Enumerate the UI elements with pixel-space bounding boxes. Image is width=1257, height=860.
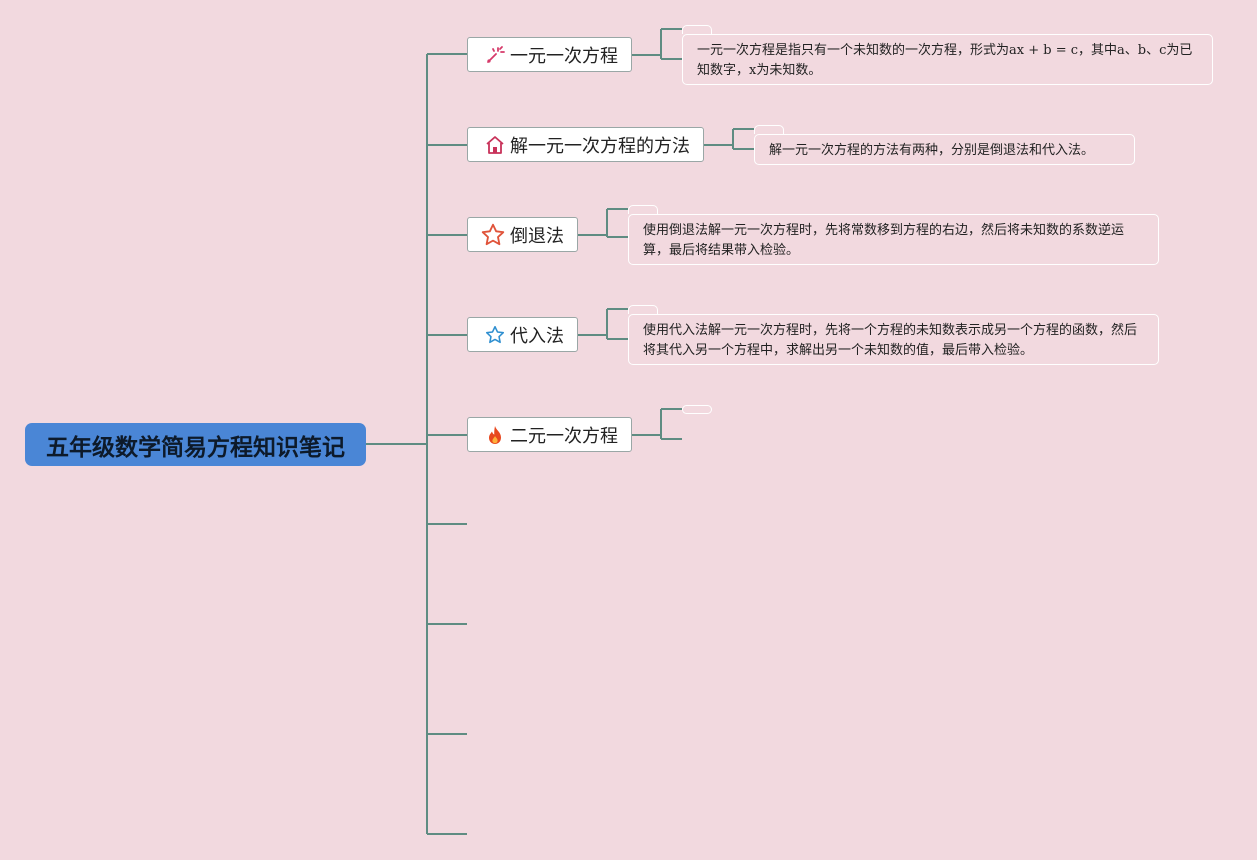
topic-label: 解一元一次方程的方法 (510, 135, 690, 157)
note-tab (682, 25, 712, 34)
topic-label: 代入法 (510, 325, 564, 347)
root-topic-label: 五年级数学简易方程知识笔记 (46, 434, 345, 461)
note-tab (628, 305, 658, 314)
note-tab (682, 405, 712, 414)
topic-substitution-method[interactable]: 代入法 (467, 317, 578, 352)
house-icon (484, 134, 506, 156)
note-box[interactable]: 使用代入法解一元一次方程时，先将一个方程的未知数表示成另一个方程的函数，然后将其… (628, 314, 1159, 365)
topic-label: 一元一次方程 (510, 45, 618, 67)
note-text: 解一元一次方程的方法有两种，分别是倒退法和代入法。 (769, 143, 1095, 158)
magic-wand-icon (484, 44, 506, 66)
note-tab (628, 205, 658, 214)
note-text: 使用代入法解一元一次方程时，先将一个方程的未知数表示成另一个方程的函数，然后将其… (643, 323, 1138, 358)
topic-binary-linear-equation[interactable]: 二元一次方程 (467, 417, 632, 452)
note-tab (754, 125, 784, 134)
topic-solving-methods[interactable]: 解一元一次方程的方法 (467, 127, 704, 162)
topic-backward-method[interactable]: 倒退法 (467, 217, 578, 252)
topic-label: 倒退法 (510, 225, 564, 247)
topic-label: 二元一次方程 (510, 425, 618, 447)
topic-linear-equation[interactable]: 一元一次方程 (467, 37, 632, 72)
note-text: 使用倒退法解一元一次方程时，先将常数移到方程的右边，然后将未知数的系数逆运算，最… (643, 223, 1125, 258)
note-box[interactable]: 一元一次方程是指只有一个未知数的一次方程，形式为ax + b = c，其中a、b… (682, 34, 1213, 85)
star-outline-blue-icon (484, 324, 506, 346)
note-box[interactable]: 解一元一次方程的方法有两种，分别是倒退法和代入法。 (754, 134, 1135, 165)
star-outline-red-icon (480, 222, 506, 248)
fire-icon (484, 424, 506, 446)
note-box[interactable]: 使用倒退法解一元一次方程时，先将常数移到方程的右边，然后将未知数的系数逆运算，最… (628, 214, 1159, 265)
root-topic[interactable]: 五年级数学简易方程知识笔记 (25, 423, 366, 466)
note-text: 一元一次方程是指只有一个未知数的一次方程，形式为ax + b = c，其中a、b… (697, 43, 1193, 78)
